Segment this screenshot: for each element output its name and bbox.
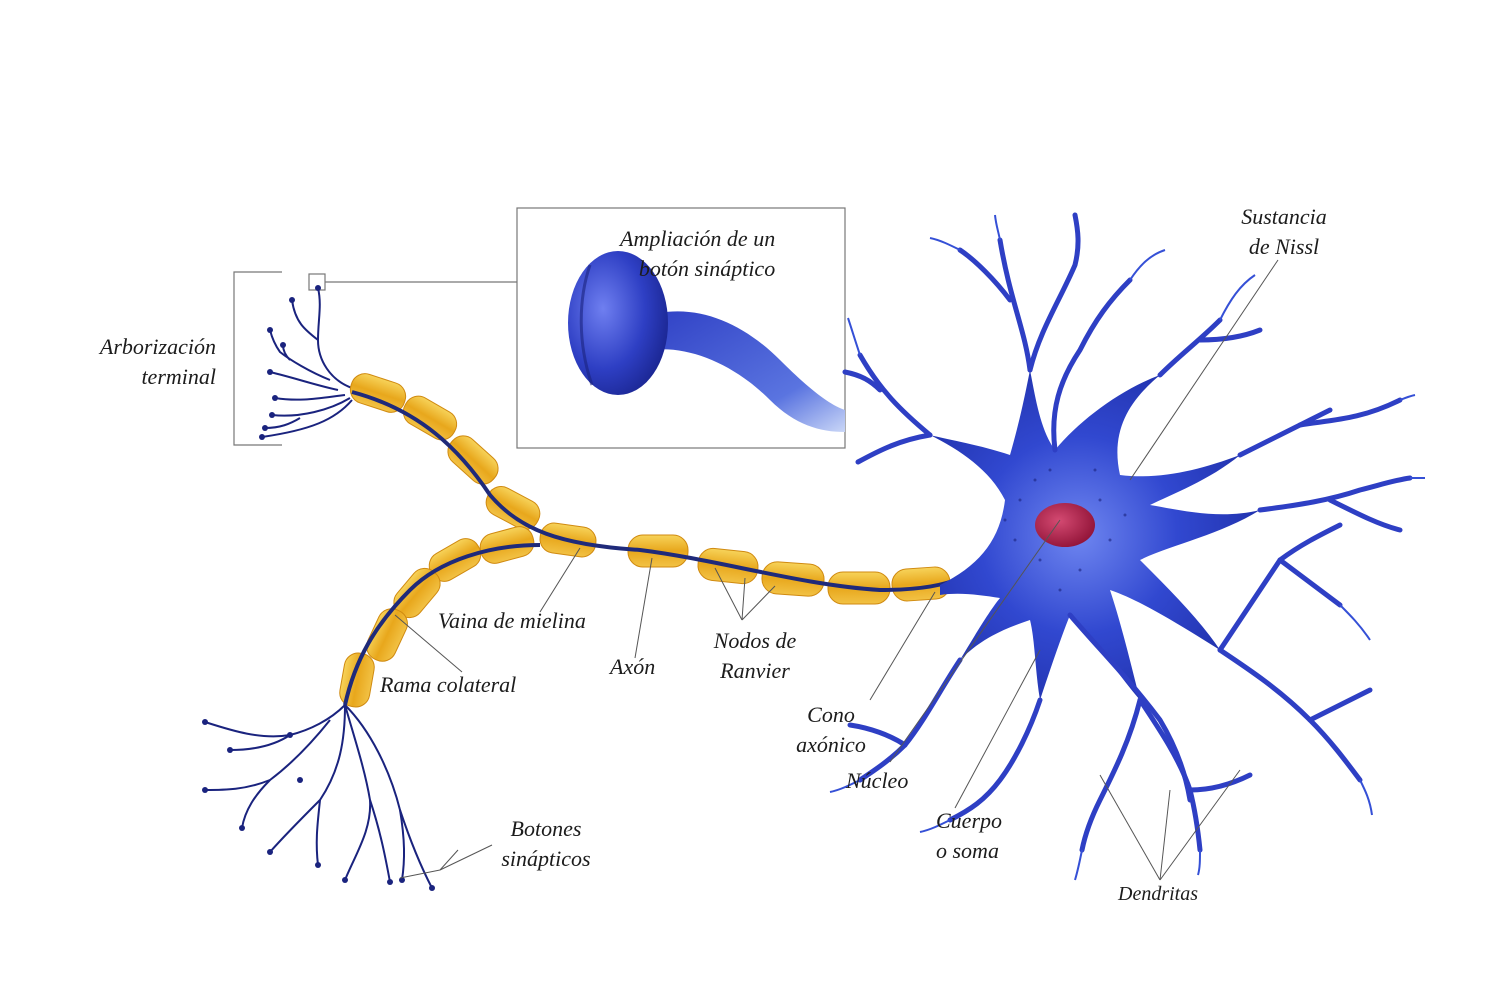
myelin-sheath-upper xyxy=(349,373,541,530)
terminal-arborization xyxy=(261,287,353,438)
label-ampliacion-line1: Ampliación de un xyxy=(620,226,776,251)
label-cuerpo-soma: Cuerpo o soma xyxy=(936,806,1002,866)
label-cono-axonico: Cono axónico xyxy=(786,700,876,760)
label-botones-line2: sinápticos xyxy=(501,846,591,871)
nucleus xyxy=(1035,503,1095,547)
label-nodos-ranvier: Nodos de Ranvier xyxy=(702,626,808,686)
label-rama-colateral: Rama colateral xyxy=(380,672,517,697)
label-cono-line1: Cono xyxy=(807,702,855,727)
label-botones-line1: Botones xyxy=(510,816,582,841)
label-cuerpo-line1: Cuerpo xyxy=(936,808,1002,833)
terminal-buttons-lower xyxy=(204,704,433,889)
label-sustancia-nissl: Sustancia de Nissl xyxy=(1226,202,1342,262)
label-axon: Axón xyxy=(610,654,656,679)
myelin-sheath-collateral xyxy=(339,526,535,708)
label-sustancia-line2: de Nissl xyxy=(1248,234,1320,259)
label-nodos-line2: Ranvier xyxy=(720,658,790,683)
leader-lines xyxy=(394,259,1279,881)
label-ampliacion: Ampliación de un botón sináptico xyxy=(620,224,775,284)
label-nucleo: Núcleo xyxy=(846,768,909,793)
soma xyxy=(930,370,1260,700)
label-arborizacion-line1: Arborización xyxy=(99,334,216,359)
dendrites xyxy=(842,212,1413,853)
label-sustancia-line1: Sustancia xyxy=(1241,204,1327,229)
label-arborizacion: Arborización terminal xyxy=(80,332,216,392)
label-ampliacion-line2: botón sináptico xyxy=(638,256,776,281)
label-dendritas: Dendritas xyxy=(1118,883,1198,905)
arborization-bracket xyxy=(233,271,282,446)
label-cono-line2: axónico xyxy=(796,732,866,757)
nissl-substance xyxy=(1003,468,1127,592)
axon xyxy=(343,390,961,706)
inset-box xyxy=(516,207,846,449)
label-botones-sinapticos: Botones sinápticos xyxy=(488,814,604,874)
label-vaina-mielina: Vaina de mielina xyxy=(438,608,586,633)
synaptic-bouton-enlarged xyxy=(568,251,845,432)
dendrites-fine xyxy=(829,214,1425,881)
label-cuerpo-line2: o soma xyxy=(936,838,999,863)
label-nodos-line1: Nodos de xyxy=(713,628,797,653)
label-arborizacion-line2: terminal xyxy=(141,364,216,389)
